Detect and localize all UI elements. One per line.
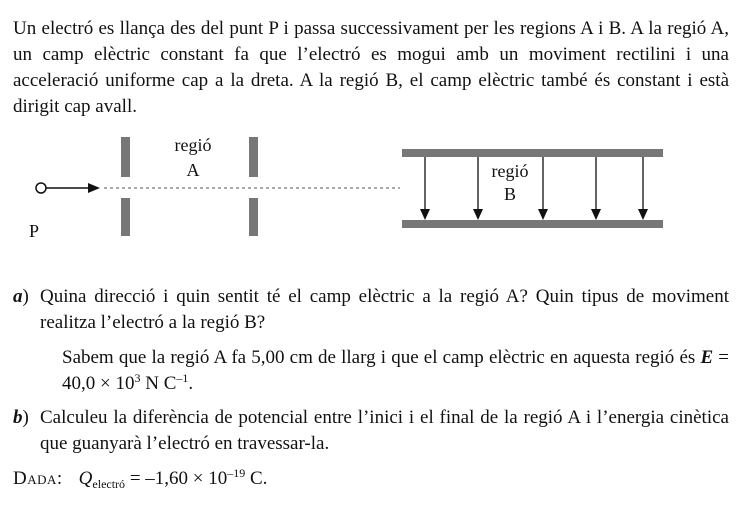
charge-unit: C. bbox=[245, 468, 268, 489]
region-a-right-plate-bottom bbox=[249, 198, 258, 236]
region-b-bottom-plate bbox=[402, 220, 663, 228]
problem-statement: Un electró es llança des del punt P i pa… bbox=[13, 18, 729, 117]
field-arrow-head bbox=[591, 209, 601, 220]
electric-field-diagram: P regió A regió B bbox=[29, 135, 663, 241]
data-label: Dada: bbox=[13, 468, 63, 489]
charge-subscript: electró bbox=[92, 477, 126, 491]
field-unit-exponent: –1 bbox=[176, 371, 189, 385]
question-b: b) Calculeu la diferència de potencial e… bbox=[13, 405, 729, 457]
question-a-marker: a) bbox=[13, 286, 29, 307]
region-a-left-plate-bottom bbox=[121, 198, 130, 236]
data-line: Dada: Qelectró = –1,60 × 10–19 C. bbox=[13, 466, 267, 492]
region-b-top-plate bbox=[402, 149, 663, 157]
given-data-note: Sabem que la regió A fa 5,00 cm de llarg… bbox=[62, 345, 729, 397]
point-p-marker bbox=[35, 182, 47, 194]
field-symbol: E bbox=[700, 347, 714, 368]
region-a-left-plate-top bbox=[121, 137, 130, 177]
region-a-letter: A bbox=[187, 160, 200, 180]
field-arrow-head bbox=[638, 209, 648, 220]
charge-symbol: Q bbox=[78, 468, 93, 489]
question-a: a) Quina direcció i quin sentit té el ca… bbox=[13, 284, 729, 336]
charge-exponent: –19 bbox=[227, 466, 246, 480]
field-unit: N C bbox=[140, 373, 177, 394]
question-b-marker: b) bbox=[13, 407, 29, 428]
point-p-label: P bbox=[29, 221, 39, 241]
charge-value: = –1,60 × 10 bbox=[125, 468, 228, 489]
note-text: Sabem que la regió A fa 5,00 cm de llarg… bbox=[62, 347, 701, 368]
region-a-right-plate-top bbox=[249, 137, 258, 177]
question-a-text: Quina direcció i quin sentit té el camp … bbox=[40, 286, 729, 333]
question-b-text: Calculeu la diferència de potencial entr… bbox=[40, 407, 729, 454]
field-arrow-head bbox=[473, 209, 483, 220]
field-arrow-head bbox=[538, 209, 548, 220]
field-value: = 40,0 × 10 bbox=[62, 347, 730, 394]
note-end: . bbox=[188, 373, 194, 394]
velocity-arrow-head bbox=[88, 183, 100, 193]
region-b-letter: B bbox=[504, 184, 516, 204]
region-a-word: regió bbox=[175, 135, 212, 155]
field-arrow-head bbox=[420, 209, 430, 220]
region-b-word: regió bbox=[492, 161, 529, 181]
field-exponent: 3 bbox=[134, 371, 141, 385]
